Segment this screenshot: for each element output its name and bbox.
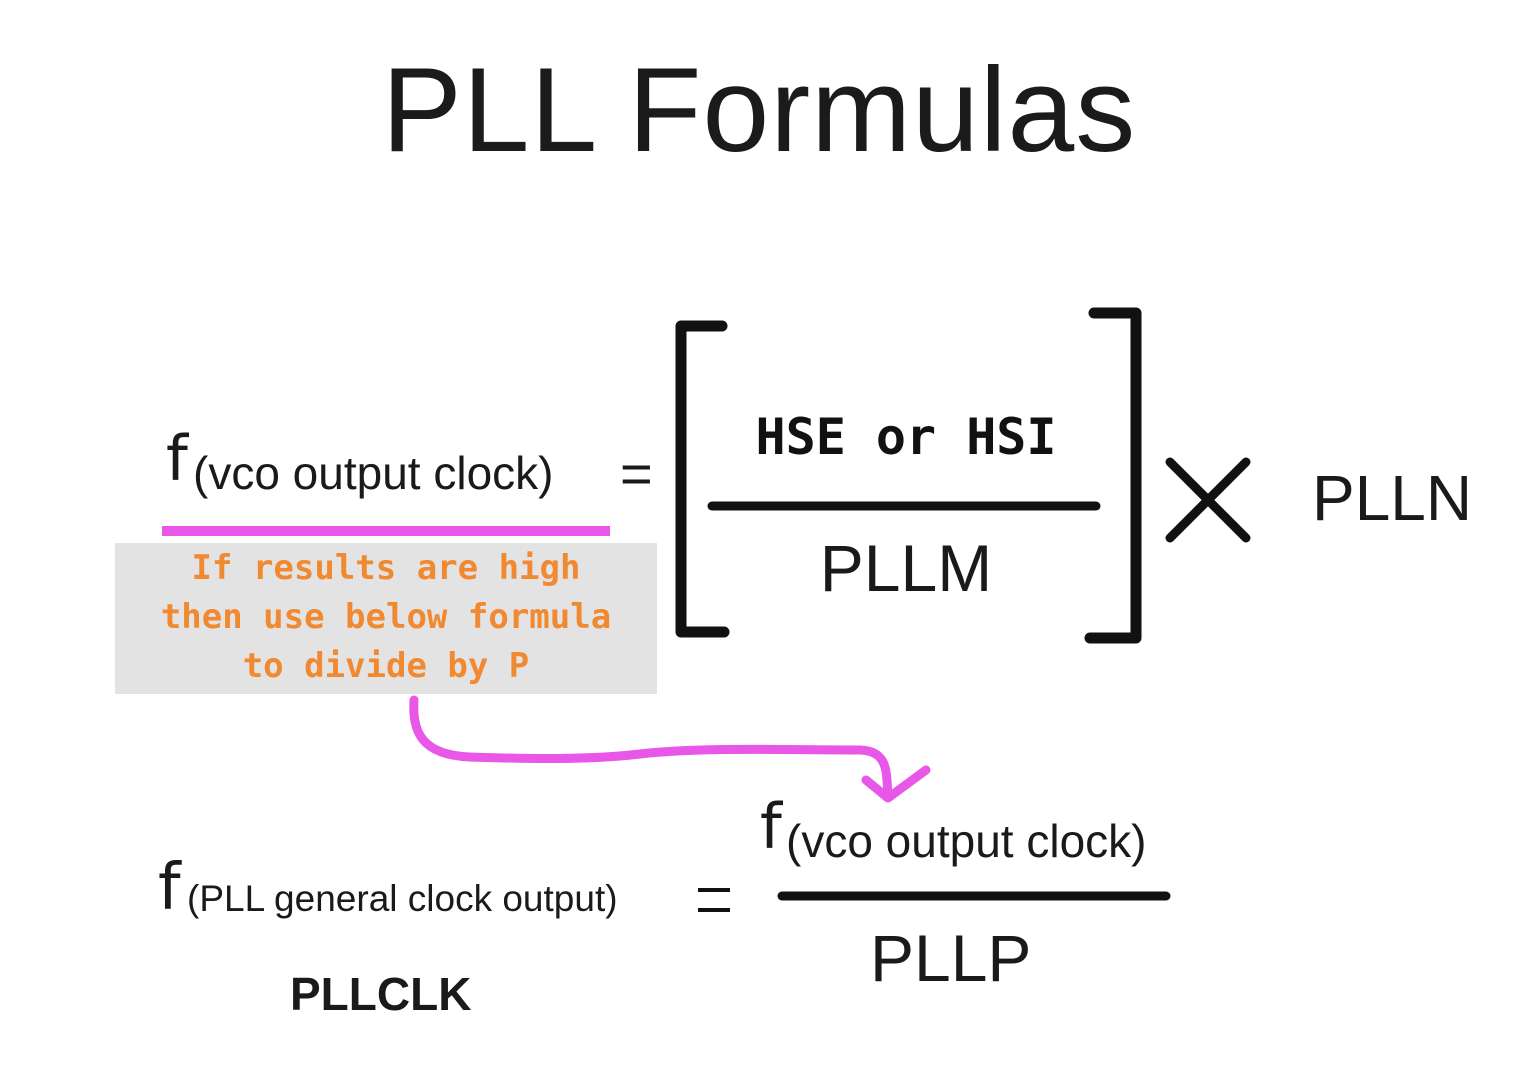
note-line: If results are high bbox=[191, 548, 581, 588]
pll-f-symbol: f bbox=[158, 851, 181, 925]
vco-multiplier: PLLN bbox=[1312, 462, 1473, 534]
vco-denominator: PLLM bbox=[819, 531, 993, 605]
vco-f-symbol: f bbox=[166, 422, 188, 495]
pll-denominator: PLLP bbox=[870, 921, 1032, 995]
pll-subscript: (PLL general clock output) bbox=[187, 878, 618, 919]
vco-numerator: HSE or HSI bbox=[708, 404, 1104, 470]
page-title: PLL Formulas bbox=[381, 43, 1137, 177]
pll-numerator-subscript: (vco output clock) bbox=[786, 815, 1147, 867]
vco-equals-sign: = bbox=[620, 442, 653, 505]
right-bracket bbox=[1084, 307, 1142, 644]
note-box: If results are high then use below formu… bbox=[115, 543, 657, 694]
arrow-head-icon bbox=[861, 765, 931, 803]
pll-numerator-f-symbol: f bbox=[760, 790, 782, 863]
pll-equals-sign bbox=[698, 888, 730, 912]
multiply-icon bbox=[1165, 457, 1251, 543]
note-line: to divide by P bbox=[242, 646, 530, 686]
left-bracket bbox=[675, 320, 730, 638]
note-line: then use below formula bbox=[160, 597, 612, 637]
vco-subscript: (vco output clock) bbox=[193, 447, 554, 499]
pointer-arrow-icon bbox=[409, 695, 893, 801]
pll-label: PLLCLK bbox=[290, 968, 472, 1020]
